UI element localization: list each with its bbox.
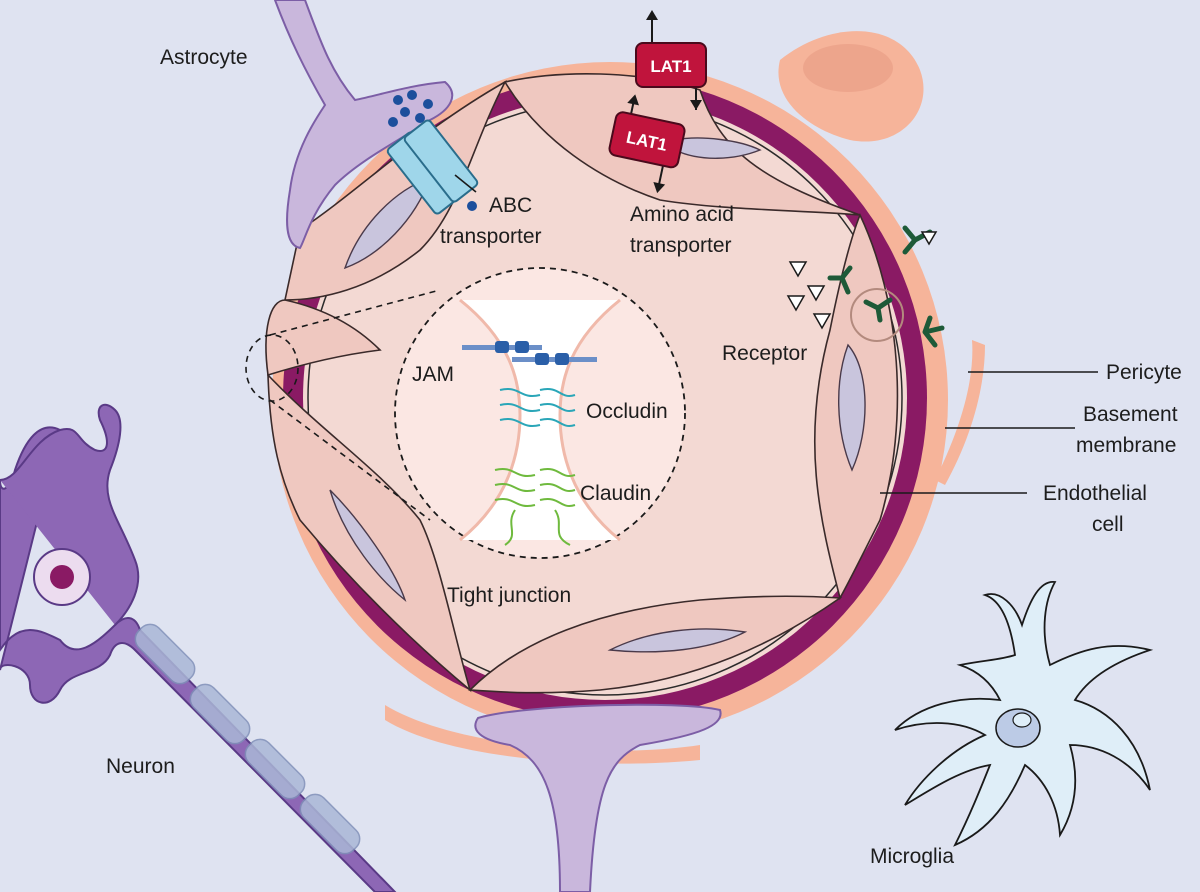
label-basement-line1: Basement <box>1083 403 1178 426</box>
astrocyte-foot-bottom <box>474 703 722 892</box>
astrocyte <box>273 0 454 250</box>
label-endothelial-line1: Endothelial <box>1043 482 1147 505</box>
receptor-ligands <box>786 231 938 330</box>
abc-substrate-dot <box>467 201 477 211</box>
label-claudin: Claudin <box>580 482 651 505</box>
label-receptor: Receptor <box>722 342 807 365</box>
lat1-transporter-outer: LAT1 <box>635 10 707 110</box>
microglia <box>894 581 1154 847</box>
lat1-label-outer: LAT1 <box>650 57 691 76</box>
receptor-highlight <box>850 288 904 342</box>
label-abc-line1: ABC <box>489 194 532 217</box>
astrocyte-particles <box>388 90 433 127</box>
tight-junction-detail <box>394 267 686 559</box>
label-amino-line2: transporter <box>630 234 732 257</box>
abc-transporter <box>386 119 479 215</box>
callout-lines <box>880 371 1098 494</box>
occludin-proteins <box>499 387 576 428</box>
label-pericyte: Pericyte <box>1106 361 1182 384</box>
label-occludin: Occludin <box>586 400 668 423</box>
label-astrocyte: Astrocyte <box>160 46 248 69</box>
endothelial-nuclei <box>329 137 866 653</box>
label-neuron: Neuron <box>106 755 175 778</box>
label-endothelial-line2: cell <box>1092 513 1124 536</box>
label-abc-line2: transporter <box>440 225 542 248</box>
label-tight-junction: Tight junction <box>447 584 571 607</box>
receptors <box>827 225 945 348</box>
zoom-lines <box>245 289 441 521</box>
label-basement-line2: membrane <box>1076 434 1176 457</box>
label-amino-line1: Amino acid <box>630 203 734 226</box>
label-microglia: Microglia <box>870 845 954 868</box>
lat1-transporter-inner: LAT1 <box>608 94 686 194</box>
jam-proteins <box>462 341 597 365</box>
label-jam: JAM <box>412 363 454 386</box>
claudin-proteins <box>494 467 576 546</box>
myelin-sheath <box>134 623 361 855</box>
neuron <box>0 403 397 892</box>
